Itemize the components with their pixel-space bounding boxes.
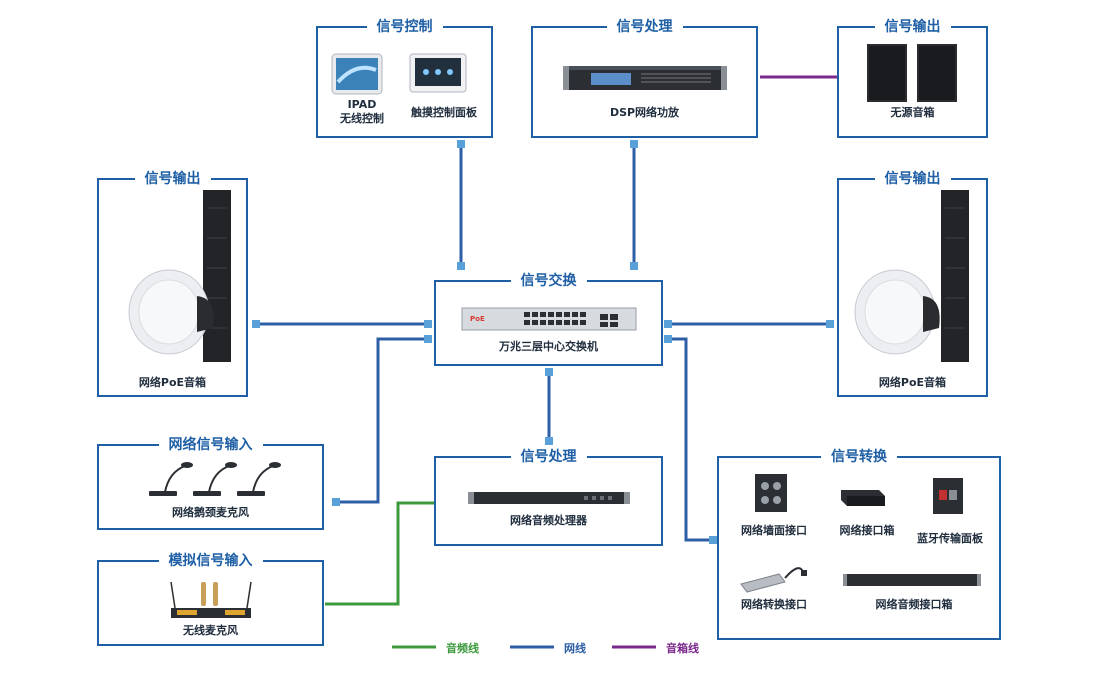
box-title: 信号输出 xyxy=(874,16,951,38)
dsp-amplifier-icon xyxy=(563,66,727,90)
interface-box-icon xyxy=(841,490,885,506)
dsp-label: DSP网络功放 xyxy=(609,106,680,119)
connector xyxy=(332,498,340,506)
box-title: 模拟信号输入 xyxy=(158,550,263,572)
legend-audio-line: 音频线 xyxy=(446,642,479,655)
passive-speaker-icon xyxy=(867,44,957,102)
line-mic-switch xyxy=(332,337,432,504)
switch-icon xyxy=(461,307,637,331)
network-adapter-label: 网络转换接口 xyxy=(741,598,807,611)
connector xyxy=(826,320,834,328)
box-signal-process-mid: 信号处理 网络音频处理器 xyxy=(434,446,663,546)
box-network-input: 网络信号输入 网络鹅颈麦克风 xyxy=(97,434,324,530)
audio-interface-box-icon xyxy=(843,574,981,586)
bluetooth-panel-label: 蓝牙传输面板 xyxy=(917,532,983,545)
wireless-mic-label: 无线麦克风 xyxy=(183,624,238,637)
ipad-icon xyxy=(331,53,383,95)
passive-speaker-label: 无源音箱 xyxy=(890,106,935,119)
connector xyxy=(457,140,465,148)
connector xyxy=(545,437,553,445)
touch-panel-icon xyxy=(409,53,467,93)
box-title: 信号转换 xyxy=(821,446,897,468)
box-signal-output-right: 信号输出 网络PoE音箱 xyxy=(837,168,988,397)
line-switch-convert xyxy=(670,337,717,542)
box-title: 信号输出 xyxy=(874,168,951,190)
legend-network-line: 网线 xyxy=(564,642,586,655)
connector xyxy=(424,335,432,343)
network-adapter-icon xyxy=(740,567,807,593)
box-signal-output-left: 信号输出 网络PoE音箱 xyxy=(97,168,248,397)
box-title: 信号处理 xyxy=(510,446,587,468)
ipad-sub-label: 无线控制 xyxy=(340,112,384,125)
touch-panel-label: 触摸控制面板 xyxy=(411,106,477,119)
poe-speaker-label: 网络PoE音箱 xyxy=(138,376,207,389)
poe-speaker-icon xyxy=(128,190,231,362)
audio-processor-label: 网络音频处理器 xyxy=(510,514,587,527)
box-title: 信号控制 xyxy=(366,16,443,38)
box-analog-input: 模拟信号输入 无线麦克风 xyxy=(97,550,324,646)
box-signal-control: 信号控制 IPAD 无线控制 触摸控制面板 xyxy=(316,16,493,138)
ipad-label: IPAD xyxy=(347,98,377,111)
box-title: 信号输出 xyxy=(134,168,211,190)
connector xyxy=(664,320,672,328)
connector xyxy=(545,368,553,376)
legend-speaker-line: 音箱线 xyxy=(666,642,699,655)
poe-badge: PoE xyxy=(470,315,485,323)
poe-speaker-icon xyxy=(854,190,969,362)
connector xyxy=(709,536,717,544)
wireless-mic-icon xyxy=(170,581,252,618)
box-title: 信号处理 xyxy=(606,16,683,38)
box-title: 信号交换 xyxy=(510,270,587,292)
box-signal-output-top-right: 信号输出 无源音箱 xyxy=(837,16,988,138)
gooseneck-mic-label: 网络鹅颈麦克风 xyxy=(172,506,249,519)
audio-interface-box-label: 网络音频接口箱 xyxy=(875,598,953,611)
connector xyxy=(252,320,260,328)
connector xyxy=(630,140,638,148)
poe-speaker-label: 网络PoE音箱 xyxy=(878,376,947,389)
wall-interface-label: 网络墙面接口 xyxy=(741,524,807,537)
box-signal-convert: 信号转换 网络墙面接口 网络接口箱 蓝牙传输面板 网络转换接口 网络音频接口箱 xyxy=(717,446,1001,640)
switch-label: 万兆三层中心交换机 xyxy=(499,340,598,353)
line-analog-processor xyxy=(325,501,435,606)
box-signal-switch: 信号交换 PoE 万兆三层中心交换机 xyxy=(434,270,663,366)
connector xyxy=(630,262,638,270)
bluetooth-panel-icon xyxy=(933,478,963,514)
wall-interface-icon xyxy=(755,474,787,512)
interface-box-label: 网络接口箱 xyxy=(839,524,895,537)
gooseneck-mic-icon xyxy=(149,462,281,496)
box-signal-process-top: 信号处理 DSP网络功放 xyxy=(531,16,758,138)
connector xyxy=(457,262,465,270)
box-title: 网络信号输入 xyxy=(158,434,263,456)
connector xyxy=(424,320,432,328)
audio-processor-icon xyxy=(468,492,630,504)
connector xyxy=(664,335,672,343)
